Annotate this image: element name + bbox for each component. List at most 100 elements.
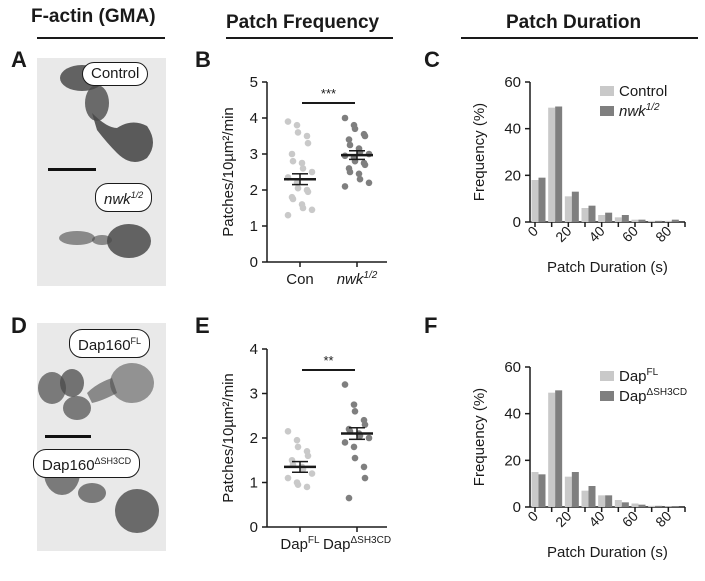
label-nwk-sup: 1/2 xyxy=(130,190,144,200)
data-point xyxy=(351,125,359,133)
x-tick-label: 60 xyxy=(619,223,641,245)
data-point xyxy=(299,165,307,172)
data-point xyxy=(351,454,359,462)
data-point xyxy=(355,170,363,178)
hist-bar xyxy=(605,212,613,222)
micrograph-a xyxy=(37,58,166,286)
hist-bar xyxy=(555,106,563,222)
hist-bar xyxy=(664,506,672,507)
legend-swatch xyxy=(600,391,614,401)
data-point xyxy=(284,118,292,125)
hist-bar xyxy=(664,220,672,222)
hist-bar xyxy=(588,205,596,222)
data-point xyxy=(294,443,302,451)
data-point xyxy=(299,204,307,212)
y-tick-label: 3 xyxy=(250,386,258,403)
x-tick-label: Con xyxy=(286,271,314,288)
data-point xyxy=(345,494,353,502)
data-point xyxy=(294,129,302,136)
hist-bar xyxy=(571,191,579,222)
data-point xyxy=(361,161,369,169)
hist-bar xyxy=(631,503,639,507)
y-tick-label: 60 xyxy=(504,359,521,376)
data-point xyxy=(308,206,316,214)
y-tick-label: 0 xyxy=(250,254,258,271)
y-tick-label: 5 xyxy=(250,74,258,91)
y-tick-label: 0 xyxy=(250,519,258,536)
hist-bar xyxy=(548,392,556,507)
panel-letter-e: E xyxy=(195,313,210,338)
data-point xyxy=(361,474,369,482)
x-axis-label: Patch Duration (s) xyxy=(547,544,668,561)
legend-label: nwk1/2 xyxy=(619,102,660,120)
label-dap160sh3cd-text: Dap160 xyxy=(42,457,95,474)
significance-label: ** xyxy=(323,353,333,368)
data-point xyxy=(360,463,368,471)
hist-bar xyxy=(564,476,572,507)
data-point xyxy=(365,179,373,187)
legend-label: DapΔSH3CD xyxy=(619,387,687,405)
label-dap160fl-text: Dap160 xyxy=(78,337,131,354)
x-tick-label: nwk1/2 xyxy=(337,270,378,288)
hist-bar xyxy=(598,495,606,507)
y-tick-label: 4 xyxy=(250,110,258,127)
data-point xyxy=(345,136,353,143)
panel-letter-c: C xyxy=(424,47,440,72)
hist-bar xyxy=(621,215,629,222)
data-point xyxy=(361,132,369,140)
label-nwk-text: nwk xyxy=(104,191,131,208)
data-point xyxy=(298,159,306,167)
hist-bar xyxy=(621,502,629,507)
legend-swatch xyxy=(600,371,614,381)
hist-bar xyxy=(638,219,646,222)
data-point xyxy=(294,481,302,489)
y-tick-label: 40 xyxy=(504,121,521,138)
hist-bar xyxy=(631,219,639,222)
y-tick-label: 0 xyxy=(513,499,521,516)
y-tick-label: 4 xyxy=(250,341,258,358)
x-tick-label: 20 xyxy=(552,508,574,530)
data-point xyxy=(341,439,349,446)
hist-bar xyxy=(614,217,622,222)
label-dap160fl: Dap160FL xyxy=(69,329,151,358)
data-point xyxy=(304,188,312,196)
panel-letter-f: F xyxy=(424,313,438,338)
x-tick-label: 40 xyxy=(585,508,607,530)
hist-bar xyxy=(588,486,596,507)
data-point xyxy=(308,168,316,176)
hist-bar xyxy=(638,504,646,507)
hist-bar xyxy=(648,505,656,507)
significance-label: *** xyxy=(321,86,336,101)
data-point xyxy=(350,443,358,451)
data-point xyxy=(303,483,311,491)
hist-bar xyxy=(548,107,556,222)
data-point xyxy=(284,428,292,435)
data-point xyxy=(289,195,297,203)
label-dap160sh3cd-sup: ΔSH3CD xyxy=(94,456,132,466)
data-point xyxy=(346,141,354,149)
data-point xyxy=(288,150,296,158)
data-point xyxy=(304,452,312,460)
hist-bar xyxy=(655,505,663,507)
y-tick-label: 1 xyxy=(250,218,258,235)
x-tick-label: 40 xyxy=(585,223,607,245)
data-point xyxy=(346,168,354,176)
hist-bar xyxy=(598,215,606,222)
header-patch-duration-rule xyxy=(461,37,698,39)
hist-bar xyxy=(614,500,622,507)
y-tick-label: 20 xyxy=(504,452,521,469)
y-axis-label: Frequency (%) xyxy=(471,388,488,486)
header-patch-frequency-rule xyxy=(226,37,393,39)
data-point xyxy=(308,470,316,477)
data-point xyxy=(293,121,301,129)
micrograph-d-cells xyxy=(38,363,159,533)
y-tick-label: 60 xyxy=(504,74,521,91)
data-point xyxy=(341,381,349,388)
data-point xyxy=(294,184,302,192)
hist-bar xyxy=(581,208,589,222)
hist-bar xyxy=(531,472,539,507)
y-tick-label: 20 xyxy=(504,167,521,184)
y-tick-label: 1 xyxy=(250,475,258,492)
